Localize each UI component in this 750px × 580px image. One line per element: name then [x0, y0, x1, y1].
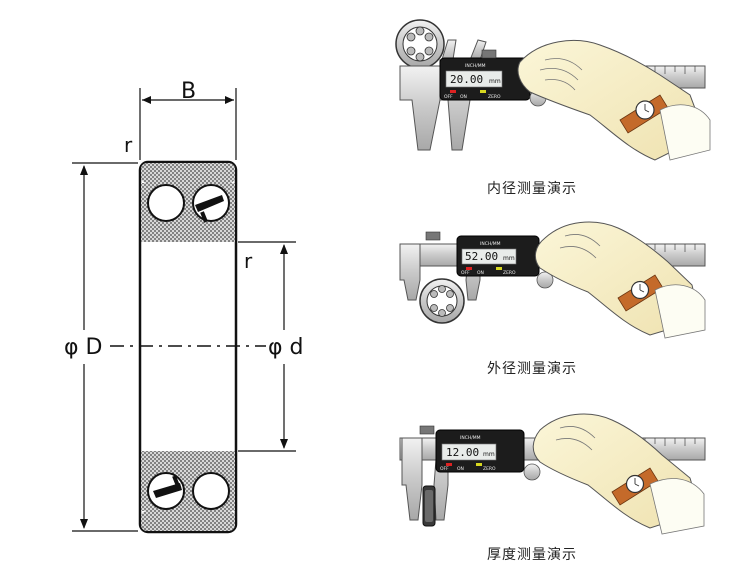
- button-off-label: OFF: [444, 94, 453, 100]
- lcd-screen: [445, 70, 503, 88]
- button-zero-label: ZERO: [483, 466, 496, 472]
- bearing-outline: [138, 160, 238, 534]
- lock-screw[interactable]: [425, 231, 441, 241]
- thumb-roller[interactable]: [536, 271, 554, 289]
- brand-label: INCH/MM: [480, 241, 501, 247]
- fixed-jaw: [401, 437, 423, 521]
- ball-icon: [147, 184, 185, 222]
- button-zero-label: ZERO: [488, 94, 501, 100]
- brand-label: INCH/MM: [465, 63, 486, 69]
- caption-inner-diameter: 内径测量演示: [487, 181, 577, 197]
- button-off-label: OFF: [461, 270, 470, 276]
- zero-button-icon[interactable]: [476, 463, 482, 466]
- lcd-reading: 20.00: [450, 73, 483, 86]
- button-on-label: ON: [457, 466, 464, 472]
- fixed-jaw: [399, 243, 421, 301]
- bearing-ring-icon: [419, 278, 465, 324]
- brand-label: INCH/MM: [460, 435, 481, 441]
- lock-screw[interactable]: [481, 49, 497, 59]
- button-zero-label: ZERO: [503, 270, 516, 276]
- lcd-screen: [441, 443, 497, 461]
- dimension-b: B: [139, 79, 237, 160]
- demo-thickness: 12.00 mm INCH/MM OFF ON ZERO: [399, 413, 706, 535]
- demo-inner-diameter: 20.00 mm INCH/MM OFF ON ZERO: [395, 19, 711, 161]
- label-outer-diameter: φ D: [64, 335, 102, 360]
- dimension-d-outer: φ D: [64, 162, 138, 532]
- ball-icon: [192, 472, 230, 510]
- caption-outer-diameter: 外径测量演示: [487, 361, 577, 377]
- off-button-icon[interactable]: [450, 90, 456, 93]
- label-inner-diameter: φ d: [268, 335, 303, 360]
- label-r-top: r: [124, 133, 133, 157]
- zero-button-icon[interactable]: [480, 90, 486, 93]
- caption-thickness: 厚度测量演示: [487, 547, 577, 563]
- button-on-label: ON: [460, 94, 467, 100]
- lock-screw[interactable]: [419, 425, 435, 435]
- off-button-icon[interactable]: [466, 267, 472, 270]
- top-race: [141, 163, 235, 242]
- label-b: B: [181, 79, 196, 104]
- lcd-unit: mm: [503, 255, 515, 262]
- thumb-roller[interactable]: [523, 463, 541, 481]
- lcd-screen: [461, 248, 517, 265]
- lcd-unit: mm: [489, 78, 501, 85]
- lcd-reading: 52.00: [465, 250, 498, 263]
- off-button-icon[interactable]: [446, 463, 452, 466]
- button-on-label: ON: [477, 270, 484, 276]
- bottom-race: [141, 451, 235, 531]
- demo-outer-diameter: 52.00 mm INCH/MM OFF ON ZERO: [399, 221, 706, 339]
- lcd-unit: mm: [483, 451, 495, 458]
- hand-icon: [517, 40, 711, 161]
- bearing-ring-icon: [395, 19, 445, 69]
- zero-button-icon[interactable]: [496, 267, 502, 270]
- dimension-d-inner: φ d: [238, 241, 303, 452]
- label-r-mid: r: [244, 249, 253, 273]
- fixed-jaw: [399, 65, 441, 151]
- hand-icon: [534, 221, 706, 339]
- bearing-section: [110, 160, 266, 534]
- lcd-reading: 12.00: [446, 446, 479, 459]
- hand-icon: [532, 413, 705, 535]
- button-off-label: OFF: [440, 466, 449, 472]
